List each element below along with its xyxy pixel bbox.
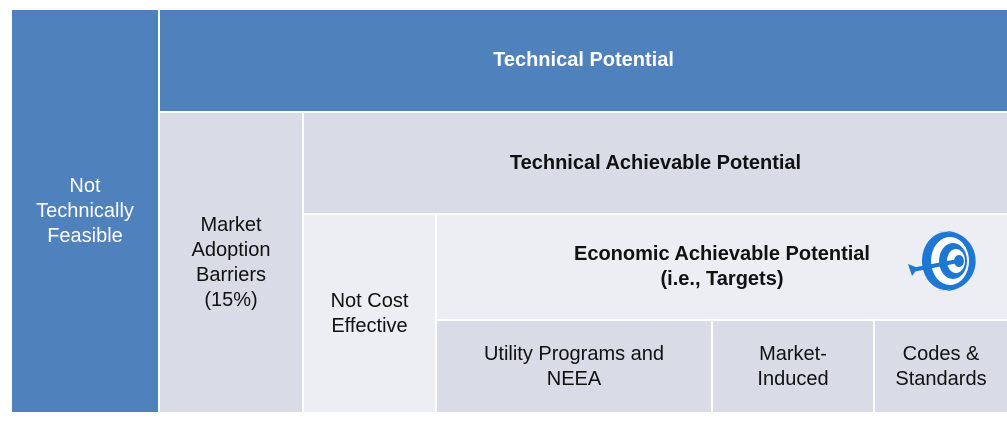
not-cost-effective-cell: Not Cost Effective [304,215,435,412]
not-technically-feasible-cell: Not Technically Feasible [12,10,158,412]
market-induced-cell: Market- Induced [713,321,873,412]
target-bullseye-icon [908,231,976,291]
economic-achievable-title: Economic Achievable Potential [573,243,870,265]
market-adoption-barriers-cell: Market Adoption Barriers (15%) [160,113,302,412]
technical-potential-cell: Technical Potential [160,10,1007,111]
codes-standards-cell: Codes & Standards [875,321,1007,412]
utility-programs-cell: Utility Programs and NEEA [437,321,711,412]
technical-achievable-potential-cell: Technical Achievable Potential [304,113,1007,213]
economic-achievable-subtitle: (i.e., Targets) [660,268,784,290]
